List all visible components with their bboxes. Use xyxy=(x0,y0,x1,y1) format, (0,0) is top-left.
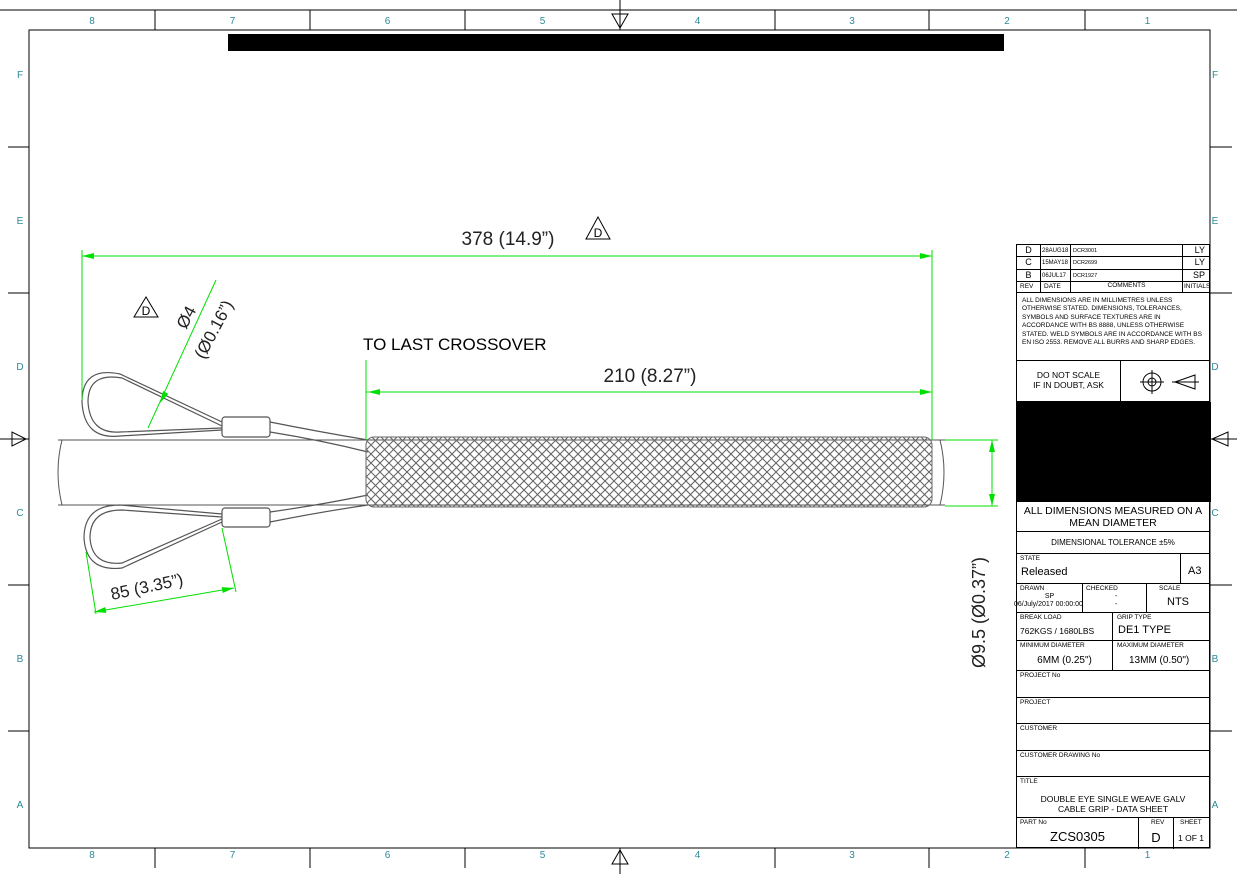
revision-row: C 15MAY18 DCR2699 LY xyxy=(1017,257,1209,270)
redacted-logo xyxy=(1017,402,1211,502)
revision-header: REV DATE COMMENTS INITIALS xyxy=(1017,282,1210,293)
svg-text:D: D xyxy=(594,226,603,240)
revision-row: B 06JUL17 DCR1927 SP xyxy=(1017,269,1209,282)
zone-letter: C xyxy=(1211,508,1218,519)
dim-wire: Ø4 xyxy=(173,303,200,332)
zone-letter: B xyxy=(1212,654,1219,665)
svg-text:D: D xyxy=(142,304,151,318)
zone-number: 3 xyxy=(849,850,855,861)
dimension-line xyxy=(93,587,235,613)
arrowhead xyxy=(920,389,932,395)
zone-number: 5 xyxy=(540,16,546,27)
zone-letter: A xyxy=(17,800,24,811)
arrowhead xyxy=(160,390,169,403)
zone-number: 3 xyxy=(849,16,855,27)
zone-number: 1 xyxy=(1145,16,1151,27)
braid-weave xyxy=(365,436,933,508)
zone-letter: E xyxy=(17,216,24,227)
zone-letter: A xyxy=(1212,800,1219,811)
zone-number: 2 xyxy=(1004,16,1010,27)
zone-number: 8 xyxy=(89,850,95,861)
zone-number: 7 xyxy=(230,16,236,27)
zone-number: 5 xyxy=(540,850,546,861)
zone-number: 4 xyxy=(695,16,701,27)
revision-marker: D D xyxy=(133,215,611,318)
dimensions xyxy=(81,250,998,615)
zone-number: 2 xyxy=(1004,850,1010,861)
zone-letter: C xyxy=(16,508,23,519)
arrowhead xyxy=(989,494,995,506)
zone-letter: D xyxy=(1211,362,1218,373)
dim-diameter: Ø9.5 (Ø0.37”) xyxy=(969,557,989,668)
arrowhead xyxy=(94,606,107,613)
zone-number: 8 xyxy=(89,16,95,27)
dimension-line xyxy=(147,279,217,429)
arrowhead xyxy=(368,389,380,395)
scale-value: NTS xyxy=(1167,596,1189,608)
crossover-label: TO LAST CROSSOVER xyxy=(363,335,547,354)
dim-crossover: 210 (8.27”) xyxy=(604,366,697,387)
mean-diameter-note: ALL DIMENSIONS MEASURED ON A MEAN DIAMET… xyxy=(1017,502,1209,532)
zone-letter: E xyxy=(1212,216,1219,227)
dimension-line xyxy=(221,527,237,593)
dim-wire-inches: (Ø0.16”) xyxy=(191,297,237,362)
arrowhead xyxy=(920,253,932,259)
arrowhead xyxy=(82,253,94,259)
sheet-size: A3 xyxy=(1188,565,1202,577)
zone-letter: F xyxy=(17,70,23,81)
zone-letter: B xyxy=(17,654,24,665)
zone-number: 7 xyxy=(230,850,236,861)
dim-overall: 378 (14.9”) xyxy=(462,229,555,250)
general-notes: ALL DIMENSIONS ARE IN MILLIMETRES UNLESS… xyxy=(1017,293,1209,361)
zone-letter: F xyxy=(1212,70,1218,81)
zone-number: 6 xyxy=(385,850,391,861)
tolerance-note: DIMENSIONAL TOLERANCE ±5% xyxy=(1017,532,1209,554)
state-value: Released xyxy=(1021,566,1068,578)
redacted-bar xyxy=(228,34,1004,51)
revision-row: D 28AUG18 DCR3001 LY xyxy=(1017,245,1209,258)
arrowhead xyxy=(221,587,234,594)
part-number: ZCS0305 xyxy=(1050,829,1105,844)
zone-number: 1 xyxy=(1145,850,1151,861)
zone-letter: D xyxy=(16,362,23,373)
zone-number: 6 xyxy=(385,16,391,27)
dimension-line xyxy=(85,551,97,615)
zone-number: 4 xyxy=(695,850,701,861)
arrowhead xyxy=(989,440,995,452)
eye-loops xyxy=(81,372,369,570)
third-angle-projection-icon xyxy=(1140,370,1199,394)
